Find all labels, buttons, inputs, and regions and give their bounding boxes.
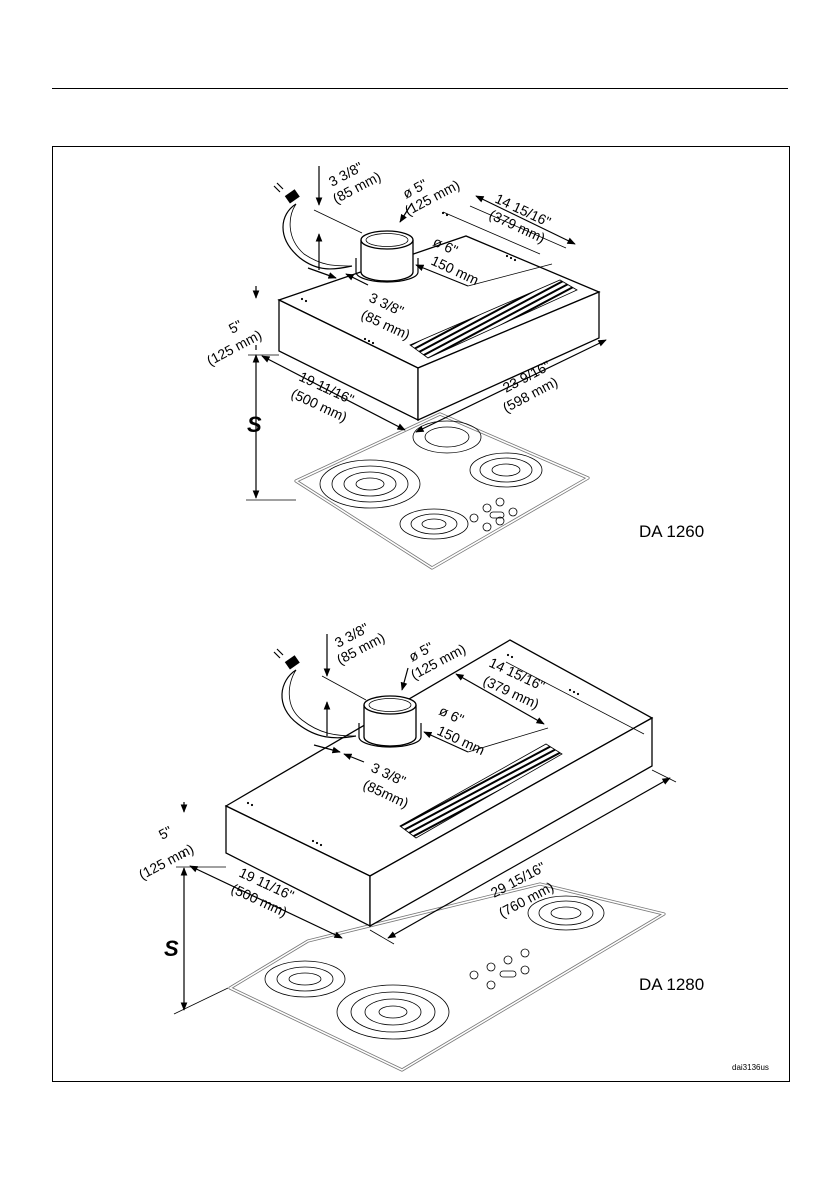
hood-da1280: [174, 634, 676, 1070]
svg-text:(125 mm): (125 mm): [136, 840, 196, 882]
duct-collar-da1280: [359, 696, 421, 747]
dim-height-a: 5": [156, 823, 175, 843]
hood-da1260: [246, 166, 606, 568]
svg-text:5": 5": [156, 823, 175, 843]
cooktop-da1280: [230, 884, 664, 1070]
dim-height-b: (125 mm): [136, 840, 196, 882]
cooktop-da1260: [296, 414, 588, 568]
model-label-da1260: DA 1260: [639, 522, 704, 541]
figure-code: dai3136us: [732, 1063, 769, 1072]
clearance-label-s: S: [247, 412, 262, 437]
duct-collar-da1260: [356, 231, 418, 282]
clearance-label-s: S: [164, 936, 179, 961]
clearance-arrow-da1280: [174, 867, 228, 1014]
model-label-da1280: DA 1280: [639, 975, 704, 994]
